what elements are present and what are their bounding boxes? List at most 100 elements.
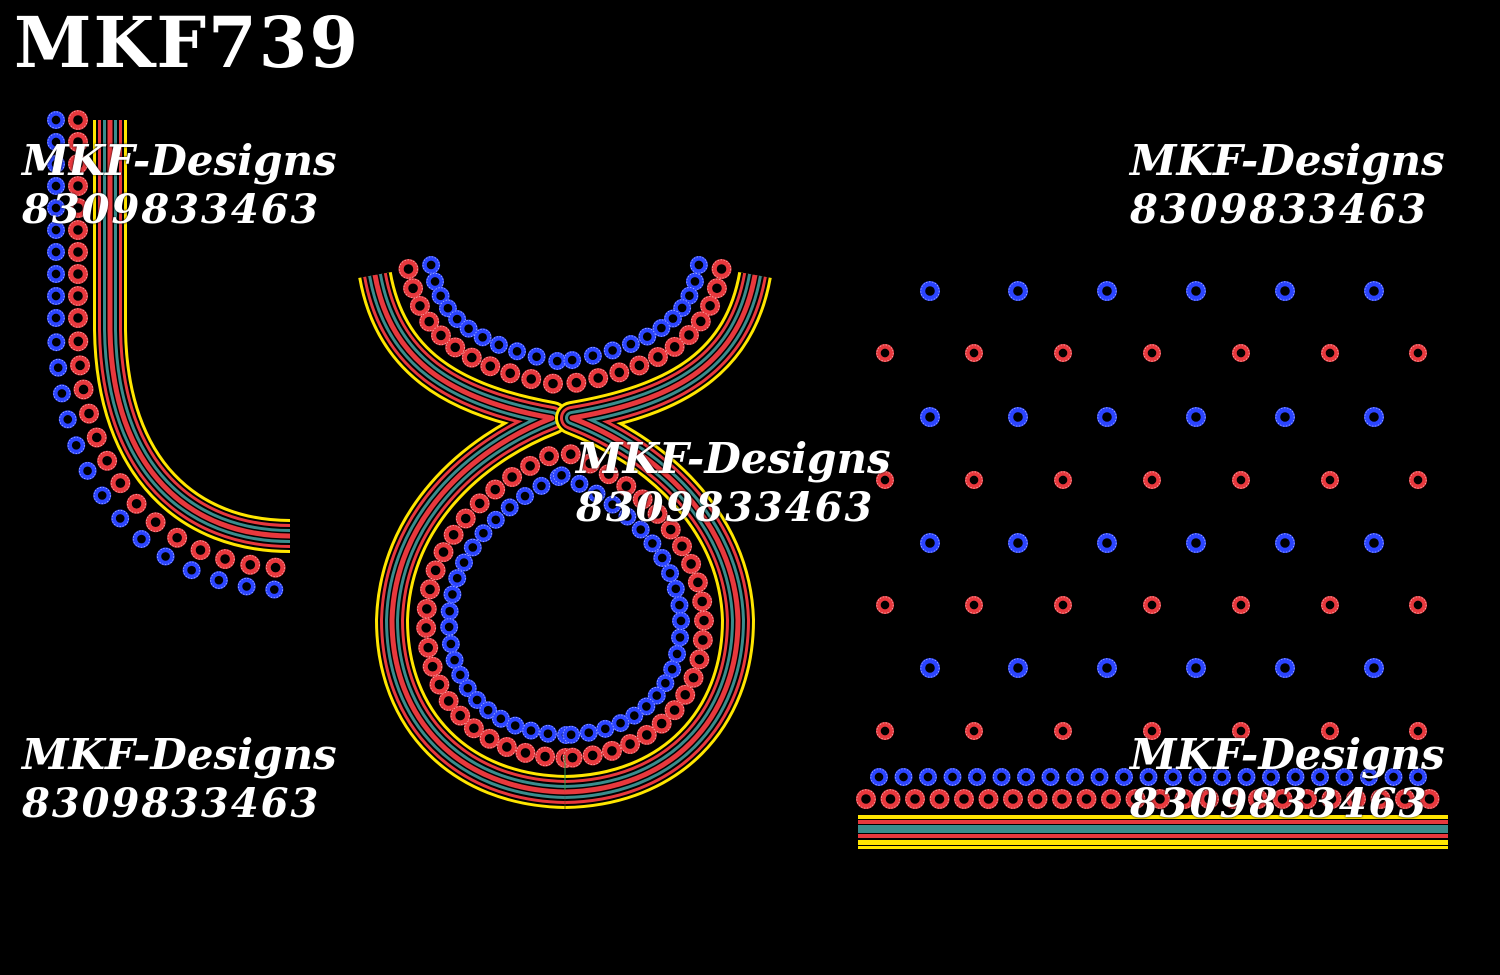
sequin-ring-icon [1186, 281, 1206, 301]
sequin-ring-icon [419, 311, 440, 332]
watermark-bottom-left: MKF-Designs 8309833463 [22, 730, 337, 828]
sequin-ring-icon [47, 265, 65, 283]
sequin-ring-icon [920, 281, 940, 301]
sequin-ring-icon [1321, 344, 1339, 362]
sequin-ring-icon [1199, 789, 1219, 809]
sequin-ring-icon [548, 352, 567, 371]
sequin-ring-icon [629, 355, 650, 376]
sequin-ring-icon [70, 355, 91, 376]
sequin-ring-icon [52, 384, 71, 403]
sequin-ring-icon [668, 644, 687, 663]
sequin-ring-icon [672, 611, 691, 630]
sequin-ring-icon [1409, 768, 1427, 786]
sequin-ring-icon [965, 471, 983, 489]
sequin-ring-icon [631, 520, 650, 539]
sequin-ring-icon [675, 684, 696, 705]
sequin-ring-icon [1125, 789, 1146, 809]
sequin-ring-icon [687, 572, 708, 593]
sequin-ring-icon [598, 464, 619, 485]
sequin-ring-icon [1321, 471, 1339, 489]
sequin-ring-icon [856, 789, 876, 809]
sequin-ring-icon [1364, 658, 1384, 678]
sequin-ring-icon [919, 768, 937, 786]
sequin-ring-icon [603, 495, 622, 514]
sequin-ring-icon [443, 585, 462, 604]
sequin-ring-icon [636, 724, 657, 745]
front-neck-piece [358, 255, 772, 809]
sequin-ring-icon [943, 768, 962, 786]
sequin-ring-icon [110, 473, 131, 494]
sequin-ring-icon [664, 700, 685, 721]
sequin-ring-icon [543, 373, 564, 394]
sequin-ring-icon [68, 286, 88, 306]
sequin-ring-icon [1232, 344, 1250, 362]
sequin-ring-icon [1054, 596, 1072, 614]
sequin-ring-icon [521, 369, 542, 390]
sequin-ring-icon [1097, 281, 1117, 301]
sequin-ring-icon [1370, 789, 1391, 809]
sequin-ring-icon [876, 596, 894, 614]
sequin-ring-icon [616, 476, 637, 497]
sequin-ring-icon [68, 264, 88, 284]
sequin-ring-icon [920, 533, 940, 553]
sequin-ring-icon [678, 325, 699, 346]
sequin-ring-icon [1186, 658, 1206, 678]
sequin-ring-icon [126, 493, 147, 514]
sequin-ring-icon [1115, 768, 1133, 786]
sequin-ring-icon [647, 503, 668, 524]
sequin-ring-icon [1027, 789, 1048, 809]
sequin-ring-icon [1052, 789, 1072, 809]
sequin-ring-icon [1054, 722, 1072, 740]
sequin-ring-icon [876, 471, 894, 489]
sequin-ring-icon [47, 111, 65, 130]
sequin-ring-icon [418, 637, 439, 658]
sequin-ring-icon [664, 336, 685, 357]
sequin-ring-icon [265, 580, 284, 599]
watermark-brand: MKF-Designs [576, 434, 891, 483]
sequin-ring-icon [570, 474, 589, 493]
sequin-ring-icon [671, 628, 690, 647]
sequin-ring-icon [929, 789, 950, 809]
sequin-ring-icon [1335, 768, 1354, 786]
sequin-ring-icon [1188, 768, 1207, 786]
sequin-ring-icon [876, 722, 894, 740]
sequin-ring-icon [694, 610, 715, 631]
sequin-ring-icon [237, 577, 256, 596]
sequin-ring-icon [566, 372, 587, 393]
sequin-ring-icon [47, 221, 66, 239]
sequin-ring-icon [132, 530, 151, 549]
watermark-brand: MKF-Designs [22, 136, 337, 185]
sequin-ring-icon [450, 705, 471, 726]
sequin-ring-icon [647, 346, 668, 367]
sequin-ring-icon [527, 347, 546, 366]
sequin-ring-icon [443, 524, 464, 545]
sequin-ring-icon [480, 356, 501, 377]
sequin-ring-icon [1232, 471, 1250, 489]
sequin-ring-icon [920, 658, 940, 678]
sequin-ring-icon [620, 734, 641, 755]
sequin-ring-icon [78, 461, 97, 480]
sequin-ring-icon [68, 110, 88, 131]
sequin-ring-icon [579, 723, 598, 742]
sequin-ring-icon [711, 259, 732, 280]
sequin-ring-icon [661, 564, 680, 583]
sequin-ring-icon [580, 453, 601, 474]
sequin-ring-icon [1275, 533, 1295, 553]
sequin-ring-icon [1054, 471, 1072, 489]
sequin-ring-icon [500, 498, 519, 517]
sequin-ring-icon [182, 561, 201, 580]
sequin-ring-icon [601, 740, 622, 761]
sequin-ring-icon [1186, 407, 1206, 427]
watermark-brand: MKF-Designs [1130, 136, 1445, 185]
sequin-ring-icon [425, 560, 446, 581]
sequin-ring-icon [690, 311, 711, 332]
sequin-ring-icon [643, 534, 662, 553]
sequin-ring-icon [583, 346, 602, 365]
sequin-ring-icon [240, 554, 261, 575]
sequin-ring-icon [68, 331, 89, 352]
sequin-ring-icon [1262, 768, 1280, 786]
watermark-center: MKF-Designs 8309833463 [576, 434, 891, 532]
sequin-ring-icon [905, 789, 925, 809]
sequin-ring-icon [68, 132, 89, 152]
sequin-ring-icon [1297, 789, 1317, 809]
